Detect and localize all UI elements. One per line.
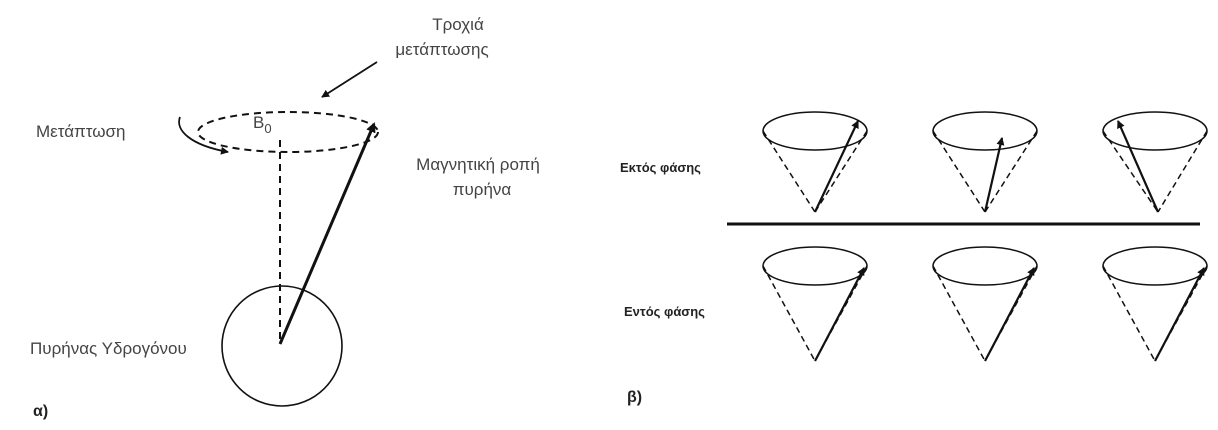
moment-label-line1: Μαγνητική ροπή	[416, 155, 540, 174]
panel-b-diagram: Εκτός φάσης Εντός φάσης β)	[620, 111, 1208, 406]
in-phase-label: Εντός φάσης	[624, 304, 705, 319]
trajectory-label-line1: Τροχιά	[432, 15, 484, 34]
cone-out-of-phase-1	[762, 111, 868, 213]
panel-a-diagram: Τροχιά μετάπτωσης Μετάπτωση B0 Μαγνητική…	[30, 15, 540, 420]
magnetic-moment-arrow	[278, 122, 376, 345]
cone-out-of-phase-2	[932, 111, 1038, 213]
panel-b-letter: β)	[627, 389, 642, 406]
out-of-phase-label: Εκτός φάσης	[620, 160, 701, 175]
nucleus-label: Πυρήνας Υδρογόνου	[30, 339, 187, 358]
precession-direction-arrow	[178, 116, 229, 155]
trajectory-label-line2: μετάπτωσης	[395, 40, 488, 59]
precession-orbit	[197, 111, 379, 153]
cone-in-phase-2	[932, 246, 1038, 362]
panel-a-letter: α)	[33, 403, 48, 420]
b0-label: B0	[253, 113, 272, 136]
precession-label: Μετάπτωση	[36, 122, 125, 141]
cone-in-phase-3	[1102, 246, 1208, 362]
moment-label-line2: πυρήνα	[453, 180, 512, 199]
cone-out-of-phase-3	[1102, 111, 1208, 213]
trajectory-pointer-arrow	[321, 61, 378, 98]
cone-in-phase-1	[762, 246, 868, 362]
hydrogen-nucleus-circle	[221, 285, 343, 407]
